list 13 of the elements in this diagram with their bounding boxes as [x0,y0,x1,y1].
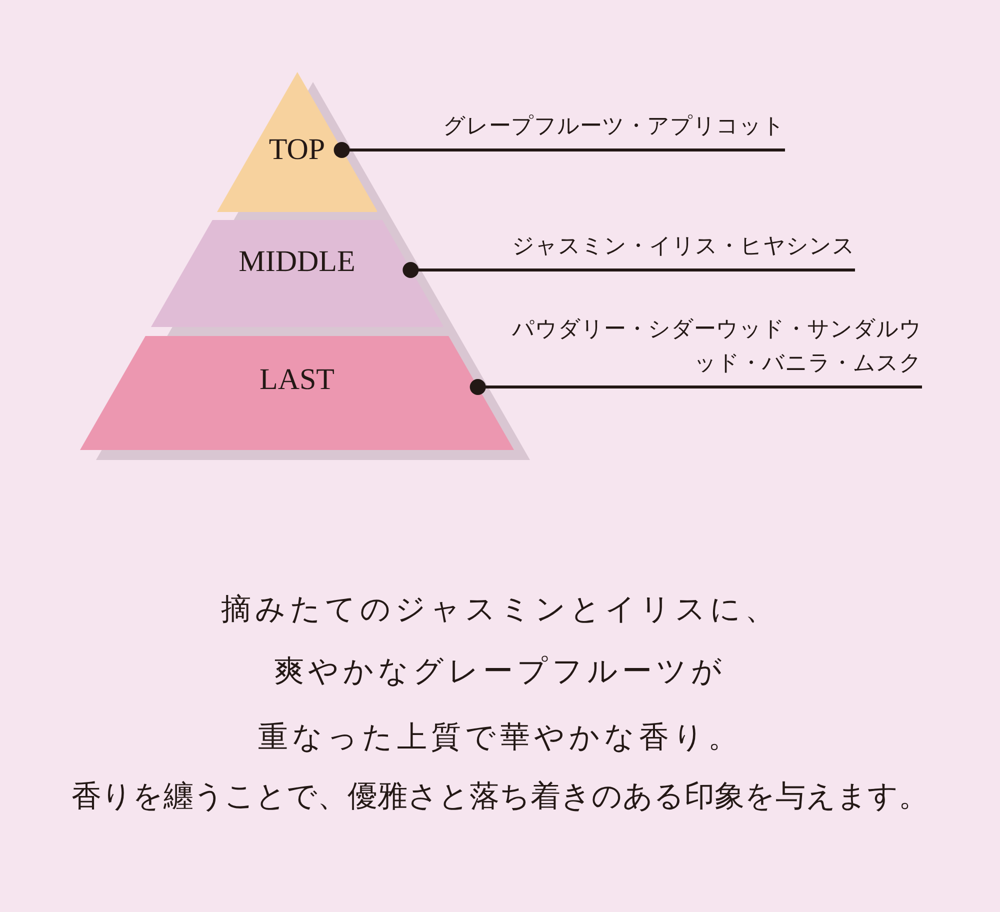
leader-line [470,379,922,395]
ingredient-note: パウダリー・シダーウッド・サンダルウッド・バニラ・ムスク [511,316,922,378]
description-text: 摘みたてのジャスミンとイリスに、 [220,591,780,629]
tier-label: MIDDLE [238,245,356,279]
ingredient-note: ジャスミン・イリス・ヒヤシンス [511,233,855,261]
description-text: 重なった上質で華やかな香り。 [257,719,743,757]
description-text: 香りを纏うことで、優雅さと落ち着きのある印象を与えます。 [70,778,930,816]
description-text: 爽やかなグレープフルーツが [273,653,727,691]
leader-line [334,142,785,158]
ingredient-note: グレープフルーツ・アプリコット [442,113,785,141]
tier-label: TOP [268,133,326,167]
tier-label: LAST [258,363,336,397]
leader-line [402,262,855,278]
